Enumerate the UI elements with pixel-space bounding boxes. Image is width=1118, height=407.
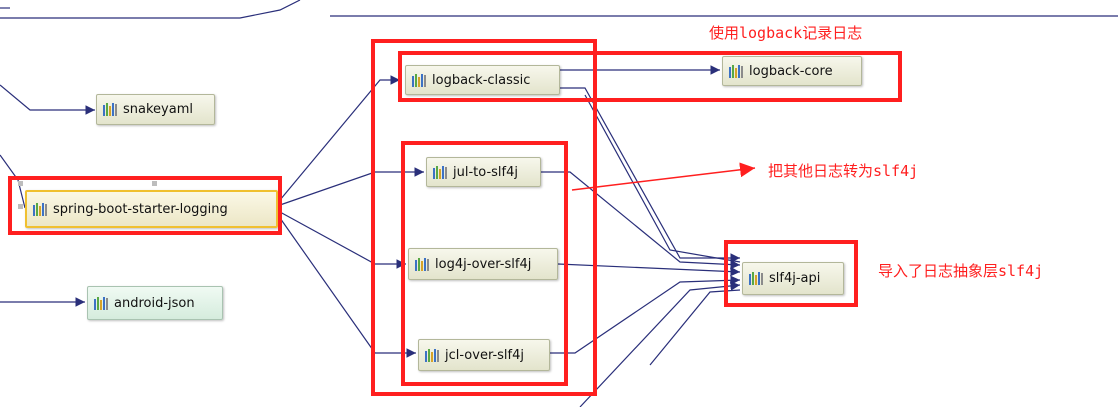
edge-top-1 [0, 0, 301, 19]
annotation-convert: 把其他日志转为slf4j [768, 162, 919, 180]
jar-library-icon [103, 103, 117, 116]
highlight-box-starter [8, 176, 282, 235]
highlight-box-slf4j-api [724, 240, 858, 307]
node-spring-boot-starter-logging[interactable]: spring-boot-starter-logging [25, 190, 278, 228]
edge-jul-slf4j [541, 171, 741, 270]
edge-starter-jul [279, 167, 424, 206]
edge-to-snakeyaml [0, 84, 95, 115]
jar-library-icon [33, 202, 47, 216]
node-label: logback-classic [432, 72, 531, 88]
node-log4j-over-slf4j[interactable]: log4j-over-slf4j [408, 248, 558, 280]
node-logback-classic[interactable]: logback-classic [405, 65, 560, 95]
highlight-box-bridges-outer [371, 39, 597, 396]
jar-library-icon [94, 296, 108, 310]
node-label: android-json [114, 295, 195, 311]
selection-handle[interactable] [18, 204, 23, 209]
highlight-box-logback [398, 51, 902, 102]
node-jcl-over-slf4j[interactable]: jcl-over-slf4j [418, 339, 550, 371]
node-logback-core[interactable]: logback-core [722, 56, 862, 86]
annotation-arrow [571, 162, 756, 191]
jar-library-icon [749, 272, 763, 285]
highlight-box-bridges-inner [401, 141, 568, 386]
node-label: jul-to-slf4j [453, 164, 518, 180]
jar-library-icon [415, 257, 429, 271]
node-label: log4j-over-slf4j [435, 256, 532, 272]
edge-extra-slf4j [579, 281, 741, 407]
edge-classic-slf4j [560, 87, 740, 263]
jar-library-icon [412, 73, 426, 87]
edge-starter-log4j [279, 211, 406, 269]
edge-log4j-slf4j [557, 263, 741, 277]
node-label: logback-core [749, 63, 833, 79]
edge-to-starter [0, 154, 26, 209]
node-label: jcl-over-slf4j [445, 347, 524, 363]
node-label: spring-boot-starter-logging [53, 201, 228, 217]
node-slf4j-api[interactable]: slf4j-api [742, 262, 844, 295]
node-android-json[interactable]: android-json [87, 286, 223, 320]
node-snakeyaml[interactable]: snakeyaml [96, 94, 215, 125]
jar-library-icon [729, 64, 743, 78]
selection-handle[interactable] [152, 181, 157, 186]
annotation-logback: 使用logback记录日志 [709, 24, 863, 42]
node-label: slf4j-api [769, 271, 821, 286]
node-jul-to-slf4j[interactable]: jul-to-slf4j [426, 157, 541, 187]
jar-library-icon [433, 165, 447, 179]
node-label: snakeyaml [123, 102, 193, 117]
edge-extra-slf4j-2 [649, 289, 741, 366]
edge-jcl-slf4j [550, 275, 741, 354]
edge-starter-logback-classic [279, 75, 400, 201]
edge-core-slf4j [584, 94, 741, 263]
selection-handle[interactable] [18, 181, 23, 186]
jar-library-icon [425, 348, 439, 362]
annotation-import: 导入了日志抽象层slf4j [878, 262, 1044, 280]
